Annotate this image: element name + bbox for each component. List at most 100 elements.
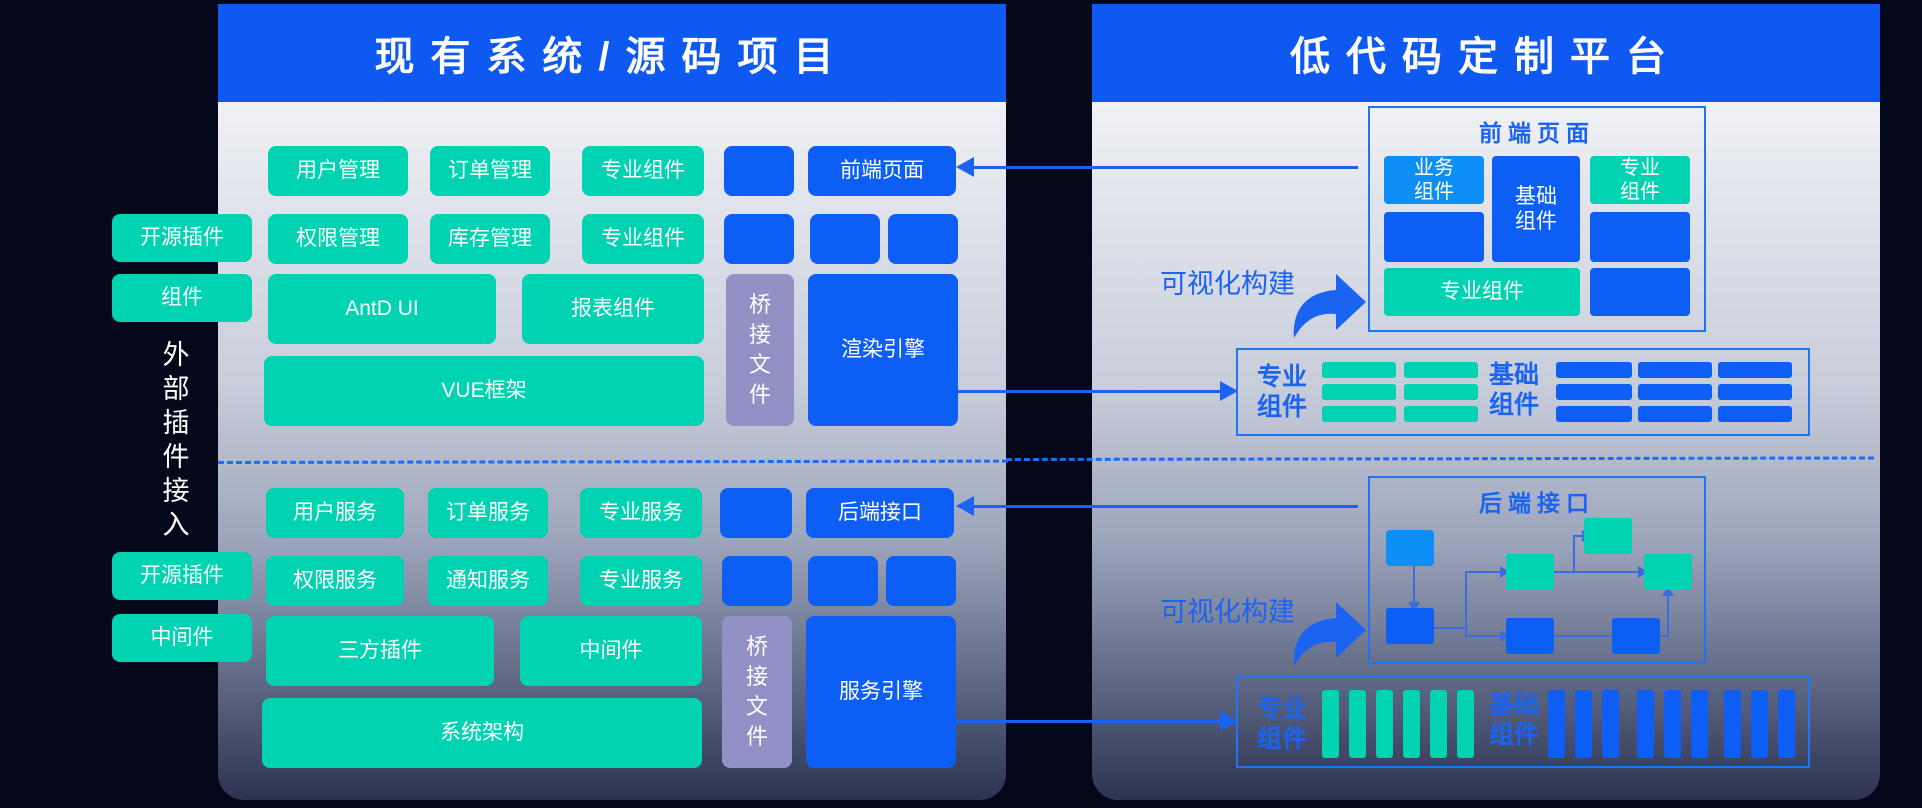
flow-node: [1506, 618, 1554, 654]
professional-component-bar: [1322, 690, 1339, 758]
bridge-file-box: 桥接文件: [722, 616, 792, 768]
basic-component-bar: [1718, 406, 1792, 422]
professional-component-bar: [1457, 690, 1474, 758]
professional-component-bar: [1430, 690, 1447, 758]
basic-component-bar: [1718, 384, 1792, 400]
bridge-file-label: 桥接文件: [748, 292, 771, 407]
open-source-plugin-box: 开源插件: [112, 552, 252, 600]
external-plugin-access-label: 外部插件接入: [162, 340, 190, 540]
professional-component-bar: [1322, 384, 1396, 400]
flow-node: [1386, 608, 1434, 644]
basic-component-bar: [1548, 690, 1565, 758]
blank-blue-box: [1384, 212, 1484, 262]
blank-blue-box: [1590, 212, 1690, 262]
bridge-file-label: 桥接文件: [745, 634, 768, 749]
basic-component-bar: [1638, 384, 1712, 400]
service-engine-box: 服务引擎: [806, 616, 956, 768]
basic-component-bar: [1691, 690, 1708, 758]
flow-connectors: [1413, 535, 1669, 637]
frontend-page-box: 前端页面: [808, 146, 956, 196]
professional-component-bar: [1403, 690, 1420, 758]
blank-blue-box: [1590, 268, 1690, 316]
professional-service-box: 专业服务: [580, 488, 702, 538]
bridge-file-box: 桥接文件: [726, 274, 794, 426]
professional-component-wide-box: 专业组件: [1384, 268, 1580, 316]
frontend-page-frame: [1368, 106, 1706, 332]
basic-component-bar: [1637, 690, 1654, 758]
permission-service-box: 权限服务: [266, 556, 404, 606]
frontend-page-arrow: [972, 166, 1358, 169]
flow-node-start: [1386, 530, 1434, 566]
business-component-label: 业务组件: [1414, 157, 1454, 203]
basic-component-label: 基础组件: [1488, 361, 1539, 419]
professional-component-bar: [1404, 362, 1478, 378]
blank-blue-box: [810, 214, 880, 264]
backend-api-box: 后端接口: [806, 488, 954, 538]
open-source-plugin-box: 开源插件: [112, 214, 252, 262]
professional-component-bar: [1322, 406, 1396, 422]
visual-build-label: 可视化构建: [1160, 597, 1295, 627]
basic-component-box: 基础组件: [1492, 156, 1580, 262]
basic-component-label: 基础组件: [1515, 184, 1557, 233]
blank-blue-box: [724, 146, 794, 196]
report-component-box: 报表组件: [522, 274, 704, 344]
vue-framework-box: VUE框架: [264, 356, 704, 426]
existing-system-panel: 现有系统/源码项目 用户管理 订单管理 专业组件 前端页面 权限管理 库存管理 …: [218, 4, 1006, 800]
existing-system-title: 现有系统/源码项目: [218, 4, 1006, 102]
backend-flowchart: [1386, 518, 1692, 654]
blank-blue-box: [722, 556, 792, 606]
third-party-plugin-box: 三方插件: [266, 616, 494, 686]
order-service-box: 订单服务: [428, 488, 548, 538]
backend-api-frame-title: 后端接口: [1479, 490, 1595, 516]
low-code-platform-panel: 低代码定制平台: [1092, 4, 1880, 800]
arrow-head-left: [956, 496, 974, 516]
professional-component-bar: [1404, 406, 1478, 422]
render-engine-arrow: [958, 390, 1234, 393]
backend-api-frame: [1368, 476, 1706, 664]
basic-component-bar: [1638, 406, 1712, 422]
flow-node: [1584, 518, 1632, 554]
order-management-box: 订单管理: [430, 146, 550, 196]
professional-component-bar: [1376, 690, 1393, 758]
arrow-head-left: [956, 157, 974, 177]
flow-node: [1506, 554, 1554, 590]
middleware-box: 中间件: [112, 614, 252, 662]
basic-component-bar: [1638, 362, 1712, 378]
basic-component-bar: [1751, 690, 1768, 758]
arrow-head-right: [1220, 381, 1238, 401]
professional-component-label: 专业组件: [1256, 695, 1307, 753]
professional-component-label: 专业组件: [1620, 157, 1660, 203]
blank-blue-box: [808, 556, 878, 606]
basic-component-bar: [1718, 362, 1792, 378]
user-service-box: 用户服务: [266, 488, 404, 538]
blank-blue-box: [724, 214, 794, 264]
low-code-platform-title: 低代码定制平台: [1092, 4, 1880, 102]
inventory-management-box: 库存管理: [430, 214, 550, 264]
basic-component-bar: [1602, 690, 1619, 758]
frontend-page-frame-title: 前端页面: [1479, 120, 1595, 146]
blank-blue-box: [886, 556, 956, 606]
professional-component-box: 专业组件: [582, 214, 704, 264]
professional-component-box: 专业组件: [582, 146, 704, 196]
permission-management-box: 权限管理: [268, 214, 408, 264]
visual-build-label: 可视化构建: [1160, 269, 1295, 299]
basic-component-bar: [1556, 406, 1632, 422]
flow-node: [1612, 618, 1660, 654]
professional-component-label: 专业组件: [1256, 363, 1307, 421]
blank-blue-box: [720, 488, 792, 538]
basic-component-bar: [1778, 690, 1795, 758]
professional-component-box: 专业组件: [1590, 156, 1690, 204]
basic-component-bar: [1556, 362, 1632, 378]
user-management-box: 用户管理: [268, 146, 408, 196]
flow-node: [1644, 554, 1692, 590]
basic-component-bar: [1664, 690, 1681, 758]
antd-ui-box: AntD UI: [268, 274, 496, 344]
basic-component-bar: [1575, 690, 1592, 758]
service-engine-arrow: [956, 720, 1234, 723]
notification-service-box: 通知服务: [428, 556, 548, 606]
backend-api-arrow: [972, 505, 1358, 508]
curved-arrow-icon: [1293, 602, 1366, 666]
professional-service-box: 专业服务: [580, 556, 702, 606]
render-engine-box: 渲染引擎: [808, 274, 958, 426]
component-box: 组件: [112, 274, 252, 322]
